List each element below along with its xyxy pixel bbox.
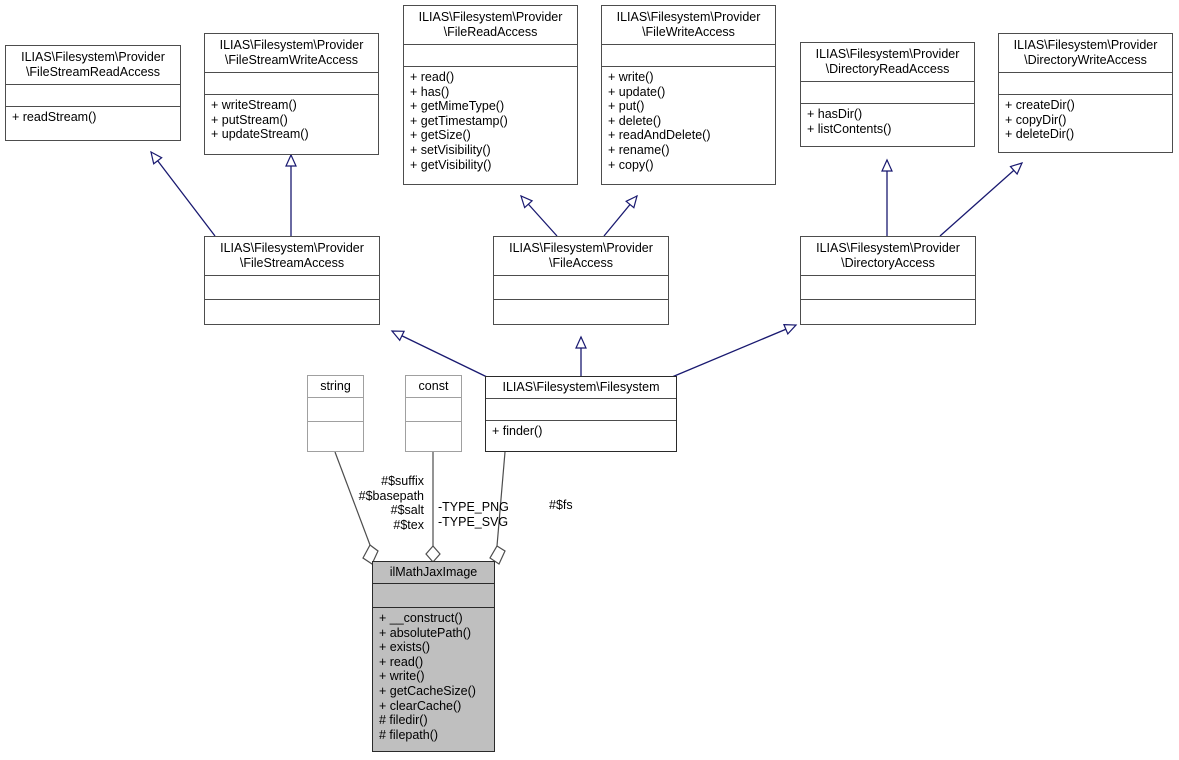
class-name-directory-read-access: ILIAS\Filesystem\Provider \DirectoryRead… [801,43,974,82]
class-operations-file-access [494,300,668,324]
class-attributes-file-read-access [404,45,577,67]
class-operations-file-stream-access [205,300,379,324]
class-box-string-type[interactable]: string [307,375,364,452]
operation-item: + delete() [608,113,662,128]
edge-label-const-members: -TYPE_PNG -TYPE_SVG [438,500,509,529]
operation-item: + deleteDir() [1005,127,1075,142]
operation-item: + clearCache() [379,698,462,713]
operation-item: + __construct() [379,611,463,625]
class-attributes-il-math-jax-image [373,584,494,608]
operation-item: + readStream() [12,110,97,124]
class-name-const-type: const [406,376,461,398]
class-name-il-math-jax-image: ilMathJaxImage [373,562,494,584]
operation-item: + readAndDelete() [608,128,711,143]
operation-item: + read() [379,654,424,669]
edge-fileaccess-to-filereadaccess [520,194,558,237]
class-operations-file-stream-read-access: + readStream() [6,107,180,140]
operation-item: + getTimestamp() [410,113,508,128]
operation-item: + putStream() [211,112,288,127]
operation-item: + copyDir() [1005,112,1067,127]
class-name-file-stream-access: ILIAS\Filesystem\Provider \FileStreamAcc… [205,237,379,276]
class-box-filesystem[interactable]: ILIAS\Filesystem\Filesystem + finder() [485,376,677,452]
edge-label-filesystem-member: #$fs [549,498,573,512]
operation-item: + hasDir() [807,107,863,121]
class-box-const-type[interactable]: const [405,375,462,452]
operation-item: + copy() [608,157,654,172]
class-box-file-write-access[interactable]: ILIAS\Filesystem\Provider \FileWriteAcce… [601,5,776,185]
class-name-directory-access: ILIAS\Filesystem\Provider \DirectoryAcce… [801,237,975,276]
edge-filestreamaccess-to-filestreamreadaccess [150,150,216,237]
operation-item: + write() [608,70,654,84]
operation-item: + writeStream() [211,98,297,112]
operation-item: + getCacheSize() [379,683,476,698]
class-name-directory-write-access: ILIAS\Filesystem\Provider \DirectoryWrit… [999,34,1172,73]
class-box-il-math-jax-image[interactable]: ilMathJaxImage + __construct() + absolut… [372,561,495,752]
operation-item: + setVisibility() [410,142,491,157]
class-operations-file-stream-write-access: + writeStream() + putStream() + updateSt… [205,95,378,154]
class-operations-directory-read-access: + hasDir() + listContents() [801,104,974,146]
operation-item: + absolutePath() [379,625,472,640]
operation-item: + getVisibility() [410,157,492,172]
class-box-file-read-access[interactable]: ILIAS\Filesystem\Provider \FileReadAcces… [403,5,578,185]
class-attributes-filesystem [486,399,676,421]
class-box-directory-write-access[interactable]: ILIAS\Filesystem\Provider \DirectoryWrit… [998,33,1173,153]
class-operations-filesystem: + finder() [486,421,676,451]
operation-item: # filedir() [379,713,428,728]
class-box-file-stream-access[interactable]: ILIAS\Filesystem\Provider \FileStreamAcc… [204,236,380,325]
class-operations-const-type [406,422,461,451]
class-attributes-file-stream-access [205,276,379,300]
operation-item: + rename() [608,142,670,157]
class-name-file-write-access: ILIAS\Filesystem\Provider \FileWriteAcce… [602,6,775,45]
operation-item: + put() [608,99,645,114]
class-attributes-file-write-access [602,45,775,67]
class-attributes-file-stream-write-access [205,73,378,95]
class-name-file-stream-write-access: ILIAS\Filesystem\Provider \FileStreamWri… [205,34,378,73]
class-box-file-stream-read-access[interactable]: ILIAS\Filesystem\Provider \FileStreamRea… [5,45,181,141]
class-name-string-type: string [308,376,363,398]
edge-label-string-members: #$suffix #$basepath #$salt #$tex [358,474,424,532]
edge-fileaccess-to-filewriteaccess [603,194,638,237]
class-operations-string-type [308,422,363,451]
class-box-directory-access[interactable]: ILIAS\Filesystem\Provider \DirectoryAcce… [800,236,976,325]
edge-filesystem-to-filestreamaccess [390,330,488,378]
class-attributes-directory-read-access [801,82,974,104]
operation-item: + getSize() [410,128,471,143]
class-box-file-stream-write-access[interactable]: ILIAS\Filesystem\Provider \FileStreamWri… [204,33,379,155]
class-attributes-string-type [308,398,363,422]
operation-item: + finder() [492,424,543,438]
class-operations-directory-write-access: + createDir() + copyDir() + deleteDir() [999,95,1172,152]
class-box-file-access[interactable]: ILIAS\Filesystem\Provider \FileAccess [493,236,669,325]
class-attributes-directory-write-access [999,73,1172,95]
class-operations-file-write-access: + write() + update() + put() + delete() … [602,67,775,184]
class-attributes-directory-access [801,276,975,300]
edge-filesystem-to-directoryaccess [671,324,798,378]
operation-item: + getMimeType() [410,99,505,114]
class-name-file-access: ILIAS\Filesystem\Provider \FileAccess [494,237,668,276]
class-attributes-file-stream-read-access [6,85,180,107]
operation-item: + updateStream() [211,127,309,142]
class-name-file-stream-read-access: ILIAS\Filesystem\Provider \FileStreamRea… [6,46,180,85]
operation-item: + write() [379,669,425,684]
class-operations-il-math-jax-image: + __construct() + absolutePath() + exist… [373,608,494,751]
operation-item: + exists() [379,640,431,655]
operation-item: + has() [410,84,450,99]
operation-item: + createDir() [1005,98,1075,112]
class-operations-file-read-access: + read() + has() + getMimeType() + getTi… [404,67,577,184]
class-name-filesystem: ILIAS\Filesystem\Filesystem [486,377,676,399]
edge-directoryaccess-to-directorywriteaccess [939,162,1024,237]
class-name-file-read-access: ILIAS\Filesystem\Provider \FileReadAcces… [404,6,577,45]
class-attributes-file-access [494,276,668,300]
class-operations-directory-access [801,300,975,324]
class-attributes-const-type [406,398,461,422]
operation-item: # filepath() [379,727,439,742]
operation-item: + listContents() [807,121,892,136]
operation-item: + read() [410,70,455,84]
operation-item: + update() [608,84,666,99]
class-box-directory-read-access[interactable]: ILIAS\Filesystem\Provider \DirectoryRead… [800,42,975,147]
